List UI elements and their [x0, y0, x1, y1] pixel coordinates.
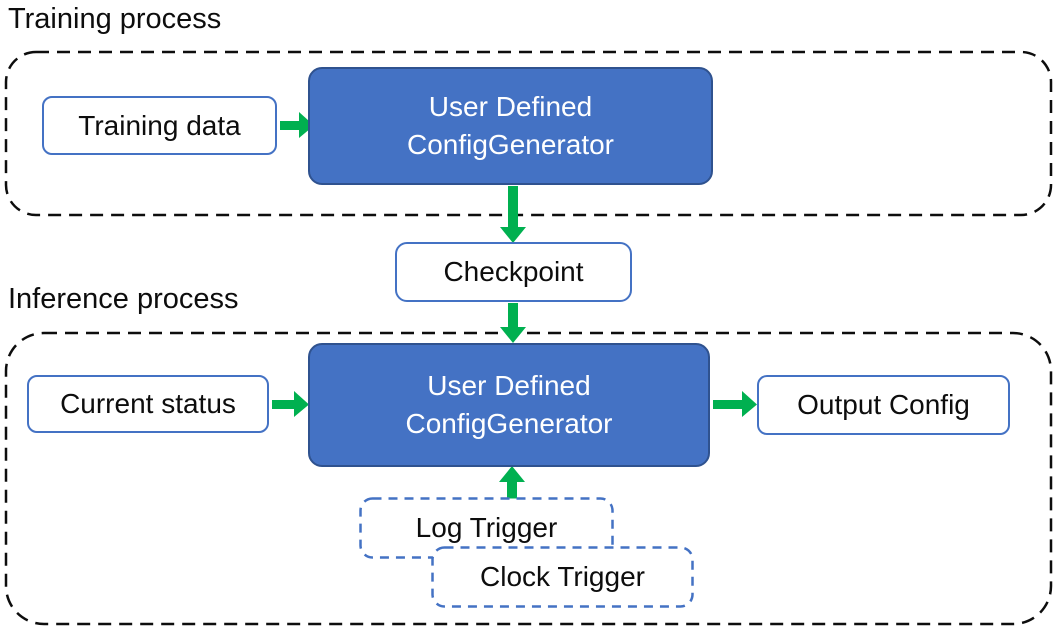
inference-generator-line2: ConfigGenerator — [405, 408, 613, 439]
arrow-checkpoint-to-generator — [500, 303, 526, 343]
training-config-generator-node: User Defined ConfigGenerator — [308, 67, 713, 185]
output-config-node: Output Config — [757, 375, 1010, 435]
arrow-training-data-to-generator — [280, 111, 314, 139]
arrow-generator-to-output-config — [713, 390, 757, 418]
log-trigger-label: Log Trigger — [415, 512, 558, 543]
clock-trigger-node — [431, 546, 694, 608]
training-data-node: Training data — [42, 96, 277, 155]
training-process-container — [4, 50, 1053, 217]
log-trigger-node — [359, 497, 614, 559]
inference-process-label: Inference process — [8, 283, 239, 315]
training-data-label: Training data — [78, 109, 241, 141]
training-generator-line2: ConfigGenerator — [406, 129, 614, 160]
current-status-label: Current status — [60, 388, 236, 419]
inference-process-container — [4, 331, 1053, 626]
checkpoint-node: Checkpoint — [395, 242, 632, 302]
arrow-triggers-to-generator — [499, 466, 525, 499]
inference-generator-line1: User Defined — [427, 370, 591, 401]
inference-config-generator-node: User Defined ConfigGenerator — [308, 343, 710, 467]
arrow-generator-to-checkpoint — [500, 186, 526, 243]
arrow-current-status-to-generator — [272, 390, 309, 418]
output-config-label: Output Config — [797, 389, 970, 420]
training-generator-line1: User Defined — [428, 91, 593, 122]
checkpoint-label: Checkpoint — [443, 256, 584, 287]
clock-trigger-label: Clock Trigger — [480, 561, 645, 592]
training-process-label: Training process — [8, 3, 222, 35]
current-status-node: Current status — [27, 375, 269, 433]
